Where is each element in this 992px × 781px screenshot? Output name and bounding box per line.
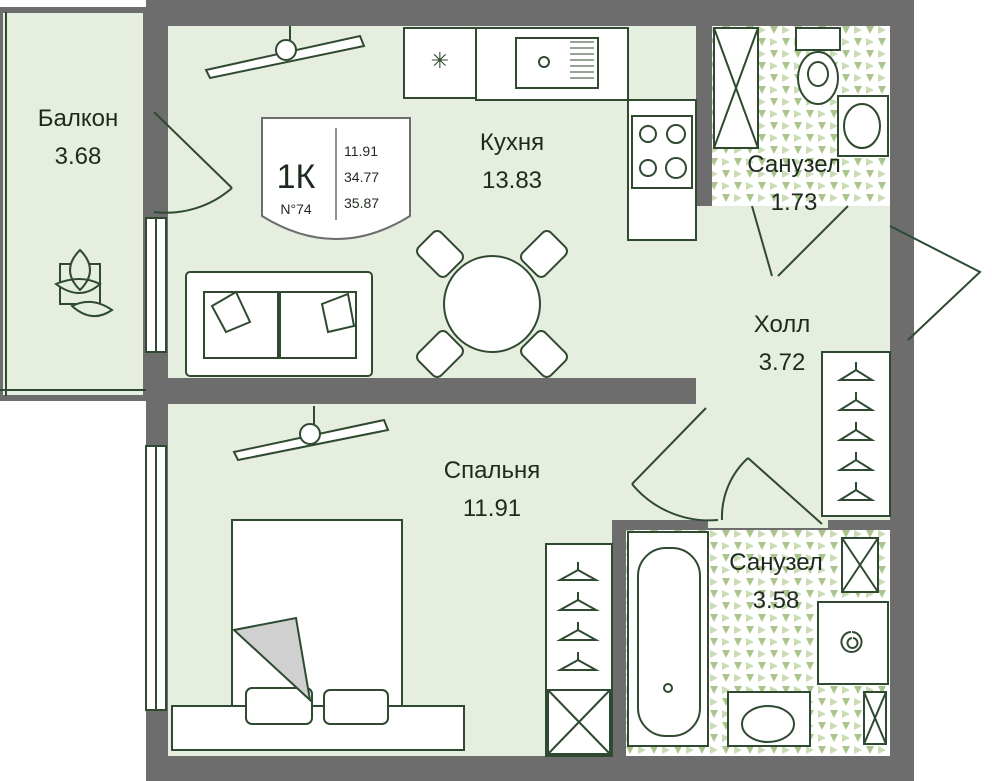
- apartment-badge: 1К N°74 11.91 34.77 35.87: [261, 117, 411, 240]
- sink: [515, 37, 599, 89]
- kitchen-area: 13.83: [482, 167, 542, 194]
- svg-text:✳: ✳: [431, 48, 449, 73]
- bath-bottom-label: Санузел: [729, 549, 823, 576]
- area-living: 11.91: [344, 143, 378, 159]
- kitchen-label: Кухня: [480, 129, 544, 156]
- apartment-number: N°74: [280, 201, 311, 217]
- window: [145, 445, 167, 711]
- toilet: [795, 27, 841, 105]
- bedroom-closet: [545, 543, 613, 757]
- door: [153, 111, 982, 525]
- bath-sink: [837, 95, 889, 157]
- area-with-balcony: 35.87: [344, 195, 379, 211]
- hall-closet: [821, 351, 891, 517]
- bed: [171, 519, 465, 751]
- balcony-area: 3.68: [55, 143, 102, 170]
- shaft: [713, 27, 759, 149]
- ceiling-lamp: [232, 406, 390, 462]
- washing-machine: [817, 601, 889, 685]
- hall-area: 3.72: [759, 349, 806, 376]
- bedroom-label: Спальня: [444, 457, 540, 484]
- balcony-floor: [0, 10, 146, 398]
- apartment-type: 1К: [277, 158, 316, 196]
- bath-top-label: Санузел: [747, 151, 841, 178]
- window: [145, 217, 167, 353]
- balcony-label: Балкон: [38, 105, 118, 132]
- plant-icon: [53, 248, 114, 317]
- bath-sink: [727, 691, 811, 747]
- dining-table: [416, 230, 568, 378]
- area-total: 34.77: [344, 169, 379, 185]
- shaft: [841, 537, 887, 745]
- fridge: [403, 27, 477, 99]
- bath-top-area: 1.73: [771, 189, 818, 216]
- hall-label: Холл: [754, 311, 811, 338]
- bath-bottom-area: 3.58: [753, 587, 800, 614]
- sofa: [185, 271, 373, 377]
- stove: [631, 115, 693, 189]
- bedroom-area: 11.91: [463, 495, 521, 522]
- bathtub: [627, 531, 709, 747]
- ceiling-lamp: [204, 26, 366, 80]
